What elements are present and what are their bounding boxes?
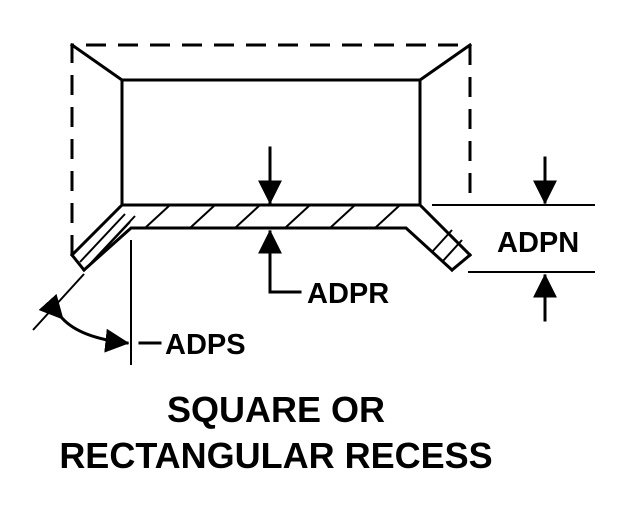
section-outer-edge xyxy=(69,203,473,258)
adps-slope-ext xyxy=(32,273,85,331)
caption-line-2: RECTANGULAR RECESS xyxy=(59,435,492,476)
label-adps: ADPS xyxy=(165,329,246,361)
outer-outline-dashed xyxy=(70,43,472,255)
corner-line-tr xyxy=(417,42,473,83)
adps-angle-arc xyxy=(38,293,130,353)
label-adpr: ADPR xyxy=(307,278,389,310)
hatched-section xyxy=(69,204,473,273)
caption-line-1: SQUARE OR xyxy=(167,389,385,430)
corner-line-tl xyxy=(69,42,125,83)
label-adpn: ADPN xyxy=(497,227,579,259)
